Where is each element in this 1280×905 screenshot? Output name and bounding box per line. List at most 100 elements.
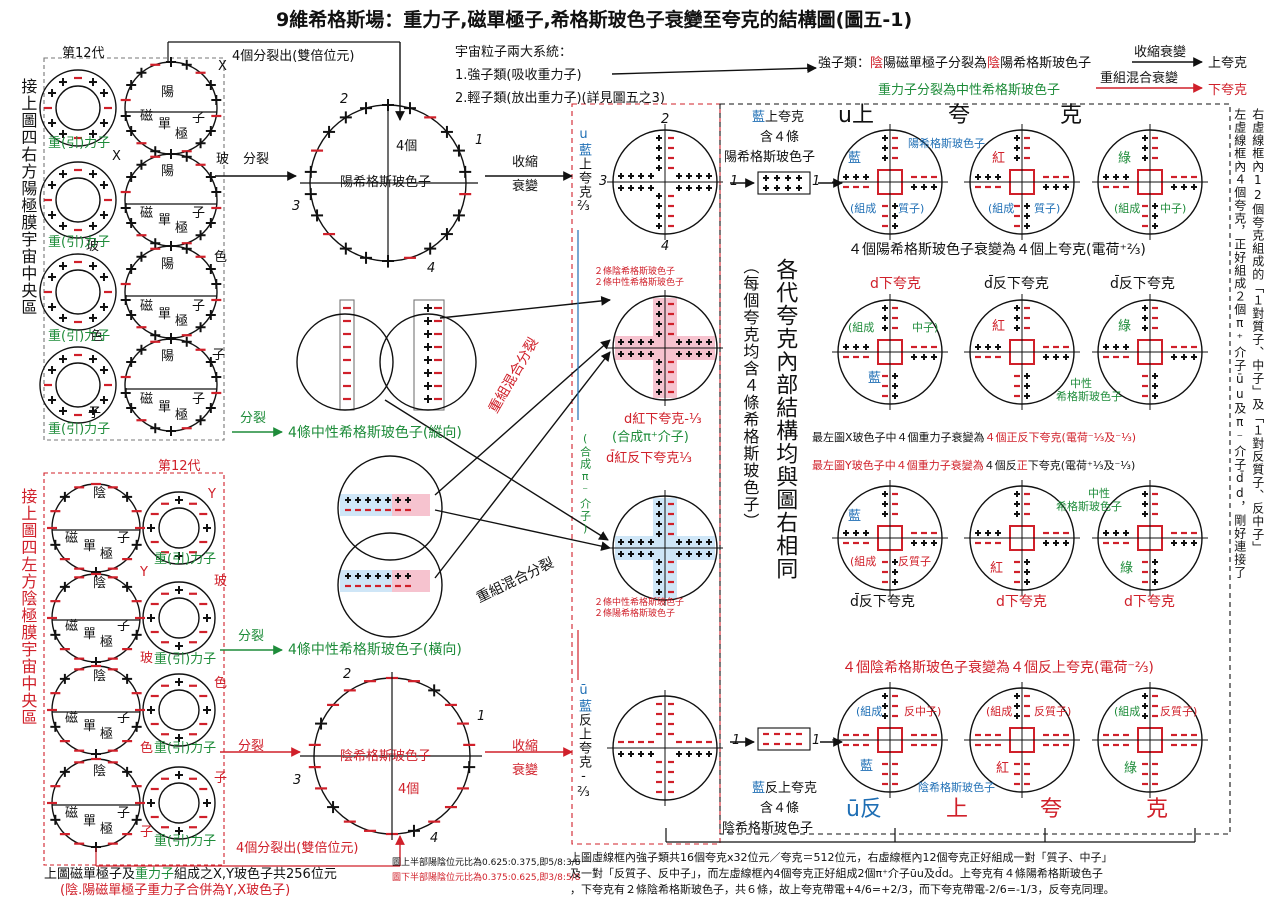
pion-minus-vertical: (合成π⁻介子) bbox=[578, 432, 592, 536]
graviton-ring-1 bbox=[39, 161, 117, 239]
ci-char-1: 磁 bbox=[140, 109, 154, 124]
zi-char-8: 子 bbox=[117, 806, 131, 821]
dan-char-4: 單 bbox=[158, 400, 172, 415]
top-decay: 衰變 bbox=[512, 179, 539, 194]
neutral-v-right bbox=[379, 313, 477, 411]
ubar-small-box bbox=[757, 727, 811, 751]
uu-ke: 克 bbox=[1060, 103, 1083, 128]
y-boson-label-2: Y bbox=[140, 565, 148, 580]
row4-red: 紅 bbox=[996, 761, 1010, 776]
yang-char-4: 陽 bbox=[161, 349, 175, 364]
bottom-note-3: ，下夸克有２條陰希格斯玻色子，共６條，故上夸克帶電+4/6=+2/3，而下夸克帶… bbox=[570, 883, 1115, 896]
row2-dbar-quark-2: d̄反下夸克 bbox=[1110, 276, 1175, 292]
yang-char-1: 陽 bbox=[161, 85, 175, 100]
ci-char-8: 磁 bbox=[65, 806, 79, 821]
zi-char-5: 子 bbox=[117, 531, 131, 546]
zi-char-2: 子 bbox=[192, 206, 206, 221]
row1-proton: 質子) bbox=[898, 202, 925, 215]
left-top-bo: 玻 bbox=[216, 152, 230, 167]
uq-q4: 4 bbox=[661, 239, 670, 254]
yin-char-1: 陰 bbox=[93, 486, 107, 501]
gravity-line: 重力子分裂為中性希格斯玻色子 bbox=[878, 83, 1061, 98]
row2-neutral: 中性 bbox=[1070, 377, 1092, 390]
ji-char-7: 極 bbox=[100, 727, 114, 742]
graviton-label-3: 重(引)力子 bbox=[48, 329, 111, 344]
graviton-label-6: 重(引)力子 bbox=[154, 652, 217, 667]
row2-neutral-higgs: 希格斯玻色子 bbox=[1056, 390, 1122, 403]
pink-band bbox=[392, 570, 430, 592]
graviton-label-5: 重(引)力子 bbox=[154, 552, 217, 567]
bottom-q2: 2 bbox=[343, 667, 352, 682]
left-bottom-zi: 子 bbox=[214, 771, 228, 786]
ubar-u: ū反 bbox=[846, 797, 882, 822]
yin-char-4: 陰 bbox=[93, 764, 107, 779]
row1-neutron: 中子) bbox=[1160, 202, 1187, 215]
ji-char-3: 極 bbox=[175, 314, 189, 329]
graviton-inner-0 bbox=[55, 85, 101, 131]
uq-small-box bbox=[757, 171, 811, 195]
row3-composed: (組成 bbox=[850, 555, 877, 568]
uq-q2: 2 bbox=[661, 112, 670, 127]
row3-red: 紅 bbox=[990, 561, 1004, 576]
yin-higgs-center: 陰希格斯玻色子 bbox=[340, 749, 432, 764]
arrow-neutral-v-2 bbox=[384, 399, 609, 541]
graviton-inner-3 bbox=[55, 362, 101, 408]
strong-arrow-label: 收縮衰變 bbox=[1134, 45, 1187, 60]
graviton-label-8: 重(引)力子 bbox=[154, 834, 217, 849]
systems-head: 宇宙粒子兩大系統： bbox=[455, 45, 573, 60]
top-q3: 3 bbox=[292, 199, 301, 214]
row4-yin-higgs: 陰希格斯玻色子 bbox=[918, 781, 995, 794]
row4-antiproton: 反質子) bbox=[1034, 705, 1072, 718]
left-bottom-side-label: 接上圖四左方陰極膜宇宙中央區 bbox=[18, 488, 38, 726]
top-split-word: 分裂 bbox=[243, 152, 270, 167]
strong-line: 強子類：陰陽磁單極子分裂為陰陽希格斯玻色子 bbox=[818, 56, 1092, 71]
arrow-strong bbox=[611, 63, 817, 75]
mid-note-2: ２條中性希格斯玻色子 bbox=[594, 278, 685, 288]
uq-box-head: 藍上夸克 bbox=[752, 110, 805, 125]
mid-note-4: ２條陽希格斯玻色子 bbox=[594, 609, 676, 619]
graviton-label-7: 重(引)力子 bbox=[154, 741, 217, 756]
left-bottom-generation: 第12代 bbox=[158, 459, 201, 474]
ji-char-5: 極 bbox=[100, 547, 114, 562]
uq-box-n1: 1 bbox=[730, 174, 739, 189]
row4-composed: (組成 bbox=[856, 705, 883, 718]
right-vertical-1: 右虛線框內12個夸克組成的「１對質子、中子」及「１對反質子、反中子」 bbox=[1250, 108, 1265, 554]
arrow-neutral-v-1 bbox=[439, 296, 611, 319]
top-q1: 1 bbox=[475, 133, 484, 148]
graviton-inner-b-3 bbox=[158, 782, 200, 824]
left-top-frame bbox=[43, 57, 225, 441]
graviton-ring-0 bbox=[39, 69, 117, 147]
bottom-q1: 1 bbox=[477, 709, 486, 724]
graviton-inner-b-1 bbox=[158, 597, 200, 639]
ci-char-3: 磁 bbox=[140, 299, 154, 314]
row2-neutron: 中子) bbox=[912, 321, 939, 334]
arrow-neutral-h-3 bbox=[434, 509, 611, 551]
bottom-split-word: 分裂 bbox=[238, 739, 265, 754]
graviton-label-4: 重(引)力子 bbox=[48, 422, 111, 437]
left-bottom-frame bbox=[43, 472, 225, 866]
row2-d-quark: d下夸克 bbox=[870, 276, 921, 292]
bottom-decay: 衰變 bbox=[512, 763, 539, 778]
row4-composed-2: (組成 bbox=[986, 705, 1013, 718]
bottom-note-1: 上圖虛線框內強子類共16個夸克x32位元／夸克＝512位元，右虛線框內12個夸克… bbox=[570, 851, 1113, 864]
graviton-ring-3 bbox=[39, 346, 117, 424]
dan-char-6: 單 bbox=[83, 627, 97, 642]
ci-char-5: 磁 bbox=[65, 531, 79, 546]
row3-d1: d下夸克 bbox=[996, 594, 1047, 610]
bottom-left-note: (陰.陽磁單極子重力子合併為Y,X玻色子) bbox=[60, 883, 291, 898]
yin-char-2: 陰 bbox=[93, 576, 107, 591]
d-red-quark: d紅下夸克-⅓ bbox=[624, 412, 702, 427]
ji-char-4: 極 bbox=[175, 408, 189, 423]
graviton-label-2: 重(引)力子 bbox=[48, 235, 111, 250]
row2-green: 綠 bbox=[1118, 319, 1132, 334]
row1-composed-3: (組成 bbox=[1114, 202, 1141, 215]
uq-box-line3: 陽希格斯玻色子 bbox=[724, 150, 816, 165]
row1-composed-2: (組成 bbox=[988, 202, 1015, 215]
bottom-split-label: 4個分裂出(雙倍位元) bbox=[236, 841, 359, 856]
dan-char-2: 單 bbox=[158, 213, 172, 228]
zi-char-4: 子 bbox=[192, 392, 206, 407]
graviton-label-1: 重(引)力子 bbox=[48, 136, 111, 151]
right-vertical-2: 左虛線框內４個夸克，正好組成２個π⁺介子ūu及π⁻介子d̄d，剛好連接了 bbox=[1232, 108, 1247, 579]
